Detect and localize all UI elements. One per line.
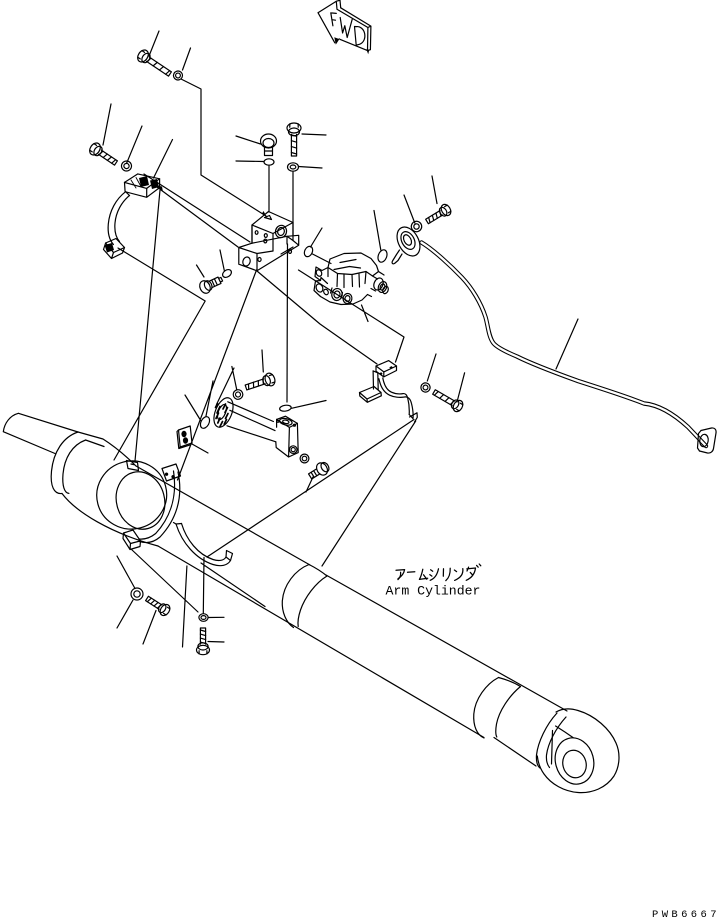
svg-text:Arm Cylinder: Arm Cylinder — [386, 583, 481, 598]
svg-text:PWB6667: PWB6667 — [652, 909, 719, 918]
